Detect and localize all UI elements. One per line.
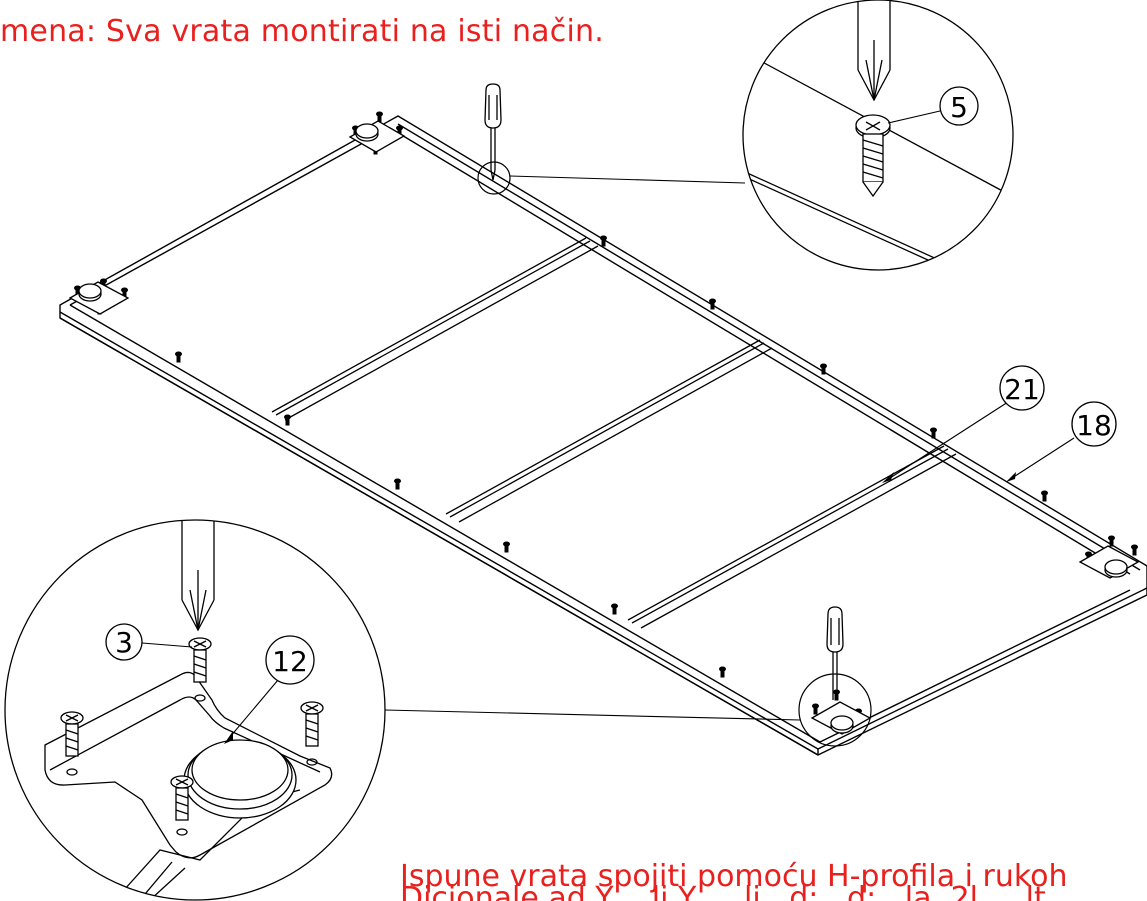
- screw-icon: [930, 427, 937, 439]
- callout-21-label: 21: [1004, 373, 1040, 406]
- detail-marker-bottom: [798, 673, 872, 747]
- screwdriver-icon: [484, 83, 502, 181]
- screw-icon: [121, 287, 128, 299]
- corner-wheels: [68, 120, 1140, 735]
- callout-21: [999, 365, 1045, 411]
- h-profile-2: [445, 339, 773, 523]
- callout-18-group: 18: [1006, 401, 1117, 482]
- callout-18: [1071, 401, 1117, 447]
- detail-view-top-right: 5: [742, 0, 1014, 271]
- leader-line-top: [509, 175, 746, 184]
- callout-3: [105, 623, 143, 661]
- callout-5-label: 5: [950, 91, 968, 124]
- screw-3-icon: [188, 637, 212, 683]
- screw-icon: [1131, 544, 1138, 556]
- leader-line-bottom: [384, 709, 801, 721]
- screw-icon: [600, 235, 607, 247]
- h-profile-1: [271, 237, 599, 421]
- callout-3-label: 3: [115, 626, 133, 659]
- callout-5: [939, 86, 979, 126]
- screw-icon: [611, 603, 618, 615]
- h-profiles: [271, 237, 957, 629]
- wheel-bracket-icon: [68, 281, 130, 315]
- screw-icon: [300, 701, 324, 747]
- screw-icon: [1041, 490, 1048, 502]
- screw-icon: [812, 703, 819, 715]
- wheel-bracket-icon: [810, 701, 872, 735]
- top-note-text: mena: Sva vrata montirati na isti način.: [0, 14, 604, 49]
- door-panel: [59, 115, 1147, 756]
- bottom-note-text: Ispune vrata spojiti pomoću H-profila i …: [400, 859, 1068, 894]
- screw-icon: [719, 666, 726, 678]
- screw-icon: [394, 478, 401, 490]
- callout-12: [265, 635, 315, 685]
- screw-icon: [820, 363, 827, 375]
- screw-icon: [709, 298, 716, 310]
- callout-18-label: 18: [1076, 409, 1112, 442]
- screw-icon: [170, 775, 194, 821]
- screw-icon: [175, 351, 182, 363]
- detail-marker-top: [477, 161, 511, 195]
- screwdriver-icon: [826, 606, 844, 700]
- screw-icon: [1108, 535, 1115, 547]
- wheel-bracket-icon: [1078, 545, 1140, 579]
- screw-icon: [376, 111, 383, 123]
- screw-icon: [503, 541, 510, 553]
- wheel-bracket-icon: [348, 120, 406, 153]
- screw-icon: [284, 414, 291, 426]
- bottom-note-text-cutoff: Dicionale ad Y ...li Y ... li ..d: ..d: …: [400, 881, 1046, 901]
- screw-5-icon: [855, 114, 891, 198]
- callout-12-label: 12: [272, 645, 308, 678]
- detail-view-bottom-left: 3 12: [4, 519, 386, 901]
- screw-icon: [60, 711, 84, 757]
- callout-21-group: 21: [882, 365, 1045, 483]
